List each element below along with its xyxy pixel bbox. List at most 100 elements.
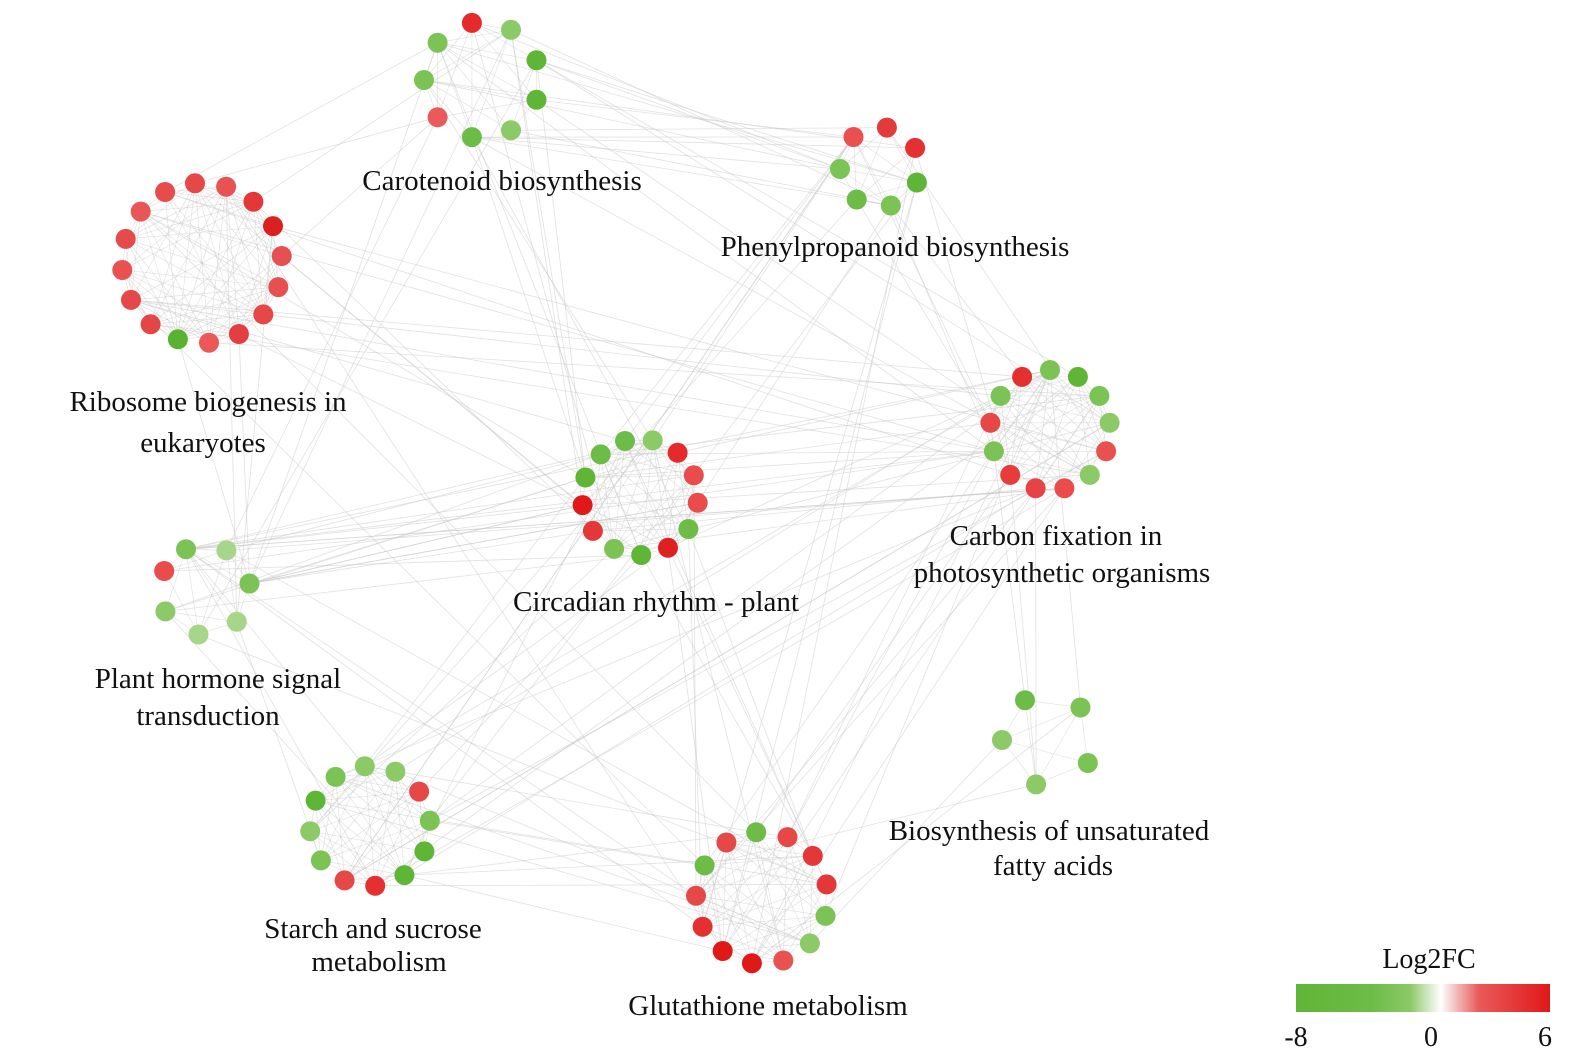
gene-node — [216, 540, 237, 561]
gene-node — [419, 810, 440, 831]
intra-cluster-edge — [130, 225, 274, 301]
intra-cluster-edge — [624, 440, 669, 548]
intra-cluster-edge — [225, 186, 264, 315]
inter-cluster-edge — [471, 136, 841, 170]
gene-node — [334, 870, 355, 891]
inter-cluster-edge — [374, 376, 1079, 887]
gene-node — [501, 120, 521, 141]
intra-cluster-edge — [695, 895, 826, 917]
inter-cluster-edge — [165, 611, 405, 876]
inter-cluster-edge — [335, 487, 1036, 778]
intra-cluster-edge — [726, 842, 753, 964]
intra-cluster-edge — [1077, 376, 1107, 452]
gene-node — [582, 520, 603, 541]
intra-cluster-edge — [839, 168, 917, 183]
gene-node — [816, 874, 837, 895]
intra-cluster-edge — [1035, 707, 1081, 785]
inter-cluster-edge — [787, 395, 1001, 838]
intra-cluster-edge — [315, 791, 420, 801]
intra-cluster-edge — [695, 855, 813, 897]
intra-cluster-edge — [1010, 395, 1100, 476]
gene-node — [815, 905, 836, 926]
intra-cluster-edge — [320, 791, 420, 861]
intra-cluster-edge — [1009, 376, 1023, 475]
inter-cluster-edge — [702, 182, 918, 927]
cluster-starch — [300, 756, 440, 896]
gene-node — [773, 950, 794, 971]
gene-node — [1015, 690, 1035, 711]
intra-cluster-edge — [253, 201, 264, 315]
inter-cluster-edge — [423, 79, 654, 441]
inter-cluster-edge — [652, 440, 784, 961]
inter-cluster-edge — [471, 136, 689, 530]
inter-cluster-edge — [185, 369, 1051, 550]
inter-cluster-edge — [585, 450, 994, 478]
intra-cluster-edge — [471, 22, 537, 101]
gene-node — [385, 761, 406, 782]
gene-node — [188, 624, 209, 645]
gene-node — [167, 329, 188, 350]
intra-cluster-edge — [130, 211, 142, 300]
gene-node — [575, 467, 596, 488]
gene-node — [712, 941, 733, 961]
intra-cluster-edge — [726, 842, 826, 917]
gene-node — [199, 332, 219, 353]
intra-cluster-edge — [177, 286, 279, 340]
gene-node — [268, 277, 289, 298]
intra-cluster-edge — [177, 183, 196, 340]
gene-node — [130, 201, 151, 222]
intra-cluster-edge — [164, 191, 264, 315]
inter-cluster-edge — [185, 440, 653, 550]
intra-cluster-edge — [613, 475, 695, 550]
intra-cluster-edge — [437, 42, 537, 61]
inter-cluster-edge — [652, 136, 854, 441]
gene-node — [155, 601, 176, 622]
inter-cluster-edge — [225, 186, 724, 952]
inter-cluster-edge — [624, 440, 814, 857]
intra-cluster-edge — [1000, 395, 1090, 476]
inter-cluster-edge — [364, 547, 669, 767]
intra-cluster-edge — [310, 830, 376, 887]
intra-cluster-edge — [177, 186, 227, 340]
cluster-label-glutathione: Glutathione metabolism — [628, 990, 908, 1022]
intra-cluster-edge — [310, 830, 425, 852]
gene-node — [414, 70, 434, 90]
inter-cluster-edge — [253, 201, 615, 550]
intra-cluster-edge — [702, 915, 826, 927]
gene-node — [427, 107, 448, 128]
intra-cluster-edge — [585, 477, 689, 530]
inter-cluster-edge — [364, 765, 757, 833]
gene-node — [253, 304, 274, 325]
gene-node — [112, 260, 133, 280]
gene-node — [263, 216, 283, 237]
inter-cluster-edge — [185, 548, 703, 928]
intra-cluster-edge — [194, 183, 279, 288]
cluster-label-ribosome: eukaryotes — [140, 427, 266, 459]
intra-cluster-edge — [1001, 707, 1081, 741]
gene-node — [140, 314, 161, 335]
inter-cluster-edge — [787, 451, 995, 838]
intra-cluster-edge — [437, 42, 512, 131]
inter-cluster-edge — [510, 29, 586, 478]
intra-cluster-edge — [722, 836, 788, 952]
gene-node — [216, 176, 237, 197]
gene-node — [846, 189, 867, 210]
intra-cluster-edge — [624, 440, 698, 504]
inter-cluster-edge — [315, 800, 827, 885]
intra-cluster-edge — [702, 836, 788, 927]
intra-cluster-edge — [437, 99, 537, 118]
intra-cluster-edge — [225, 186, 279, 288]
gene-node — [185, 173, 205, 194]
intra-cluster-edge — [585, 477, 615, 550]
intra-cluster-edge — [130, 183, 196, 301]
gene-node — [1099, 412, 1120, 433]
intra-cluster-edge — [395, 771, 425, 852]
intra-cluster-edge — [374, 771, 396, 886]
intra-cluster-edge — [150, 286, 279, 325]
gene-node — [300, 821, 321, 842]
intra-cluster-edge — [695, 836, 788, 897]
gene-node — [843, 127, 864, 147]
gene-node — [678, 519, 699, 539]
